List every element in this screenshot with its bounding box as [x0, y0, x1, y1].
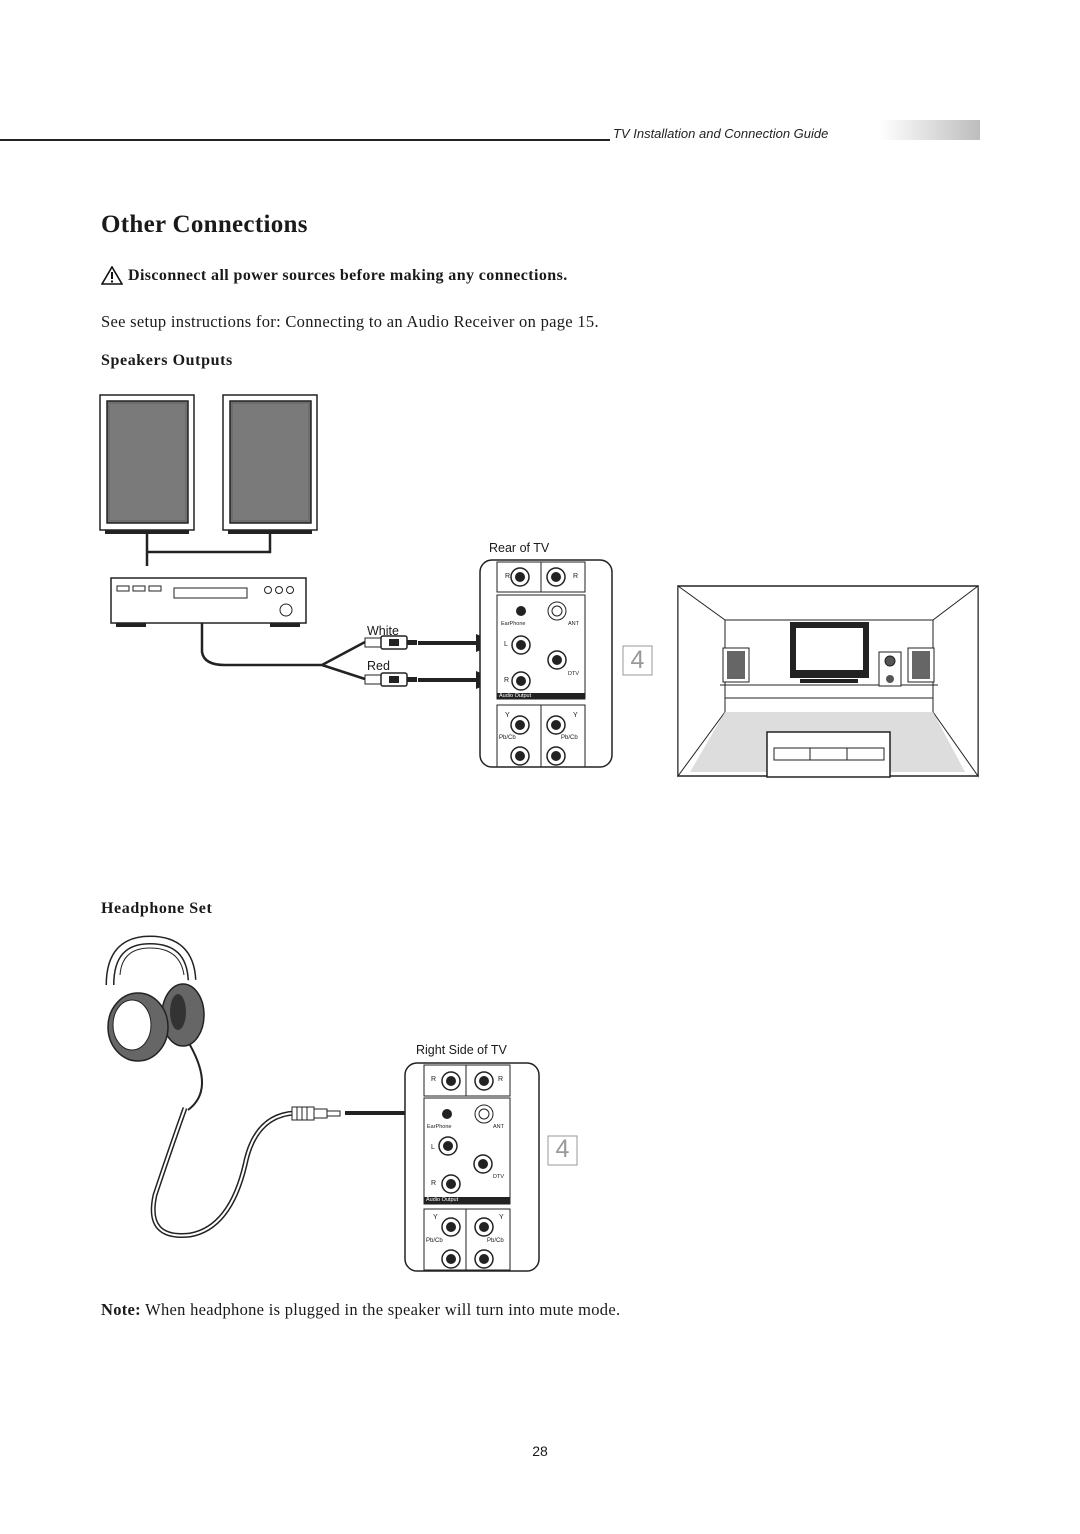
note-paragraph: Note: When headphone is plugged in the s… [101, 1300, 620, 1320]
side-panel-label-pbcb1: Pb/Cb [426, 1238, 443, 1244]
side-panel-label-r2: R [498, 1076, 504, 1083]
headphone-step-badge: 4 [555, 1135, 570, 1163]
left-speaker [99, 394, 195, 534]
rear-panel-label-r3: R [504, 677, 510, 684]
rear-panel-label-earphone: EarPhone [501, 621, 526, 627]
setup-reference: See setup instructions for: Connecting t… [101, 312, 599, 331]
red-cable-label: Red [367, 659, 390, 673]
rear-panel-label-l: L [504, 641, 508, 648]
side-panel-label-r1: R [431, 1076, 437, 1083]
speakers-heading: Speakers Outputs [101, 352, 233, 369]
page-number: 28 [532, 1443, 548, 1459]
header-rule [0, 139, 610, 141]
guide-title: TV Installation and Connection Guide [613, 126, 829, 141]
side-panel-label-dtv: DTV [493, 1174, 504, 1180]
rear-panel-label-pbcb1: Pb/Cb [499, 735, 516, 741]
rear-panel-label-r2: R [573, 573, 579, 580]
rear-panel-label-audio-output: Audio Output [499, 693, 532, 699]
red-rca-plug [364, 672, 417, 687]
rear-panel-label-r1: R [505, 573, 511, 580]
side-panel-label-y1: Y [433, 1214, 438, 1221]
side-tv-panel [404, 1062, 540, 1272]
page-title: Other Connections [101, 211, 308, 238]
right-speaker [222, 394, 318, 534]
rear-panel-label-dtv: DTV [568, 671, 579, 677]
note-text: When headphone is plugged in the speaker… [140, 1300, 621, 1319]
speakers-step-badge: 4 [630, 646, 645, 674]
white-cable-label: White [367, 624, 399, 638]
rear-panel-label-y1: Y [505, 712, 510, 719]
right-side-of-tv-label: Right Side of TV [416, 1043, 507, 1057]
side-panel-label-pbcb2: Pb/Cb [487, 1238, 504, 1244]
rear-tv-panel [479, 559, 613, 768]
headphones [105, 935, 205, 1111]
side-panel-label-r3: R [431, 1180, 437, 1187]
audio-receiver [110, 577, 307, 627]
white-rca-plug [364, 635, 417, 650]
room-illustration [677, 584, 979, 778]
warning-text: Disconnect all power sources before maki… [128, 266, 568, 284]
rear-panel-label-y2: Y [573, 712, 578, 719]
headphone-diagram [105, 935, 578, 1272]
side-panel-label-ant: ANT [493, 1124, 504, 1130]
side-panel-label-audio-output: Audio Output [426, 1197, 459, 1203]
rear-of-tv-label: Rear of TV [489, 541, 550, 555]
note-label: Note: [101, 1300, 141, 1319]
rear-panel-label-pbcb2: Pb/Cb [561, 735, 578, 741]
side-panel-label-earphone: EarPhone [427, 1124, 452, 1130]
headphone-jack [291, 1106, 341, 1121]
warning-icon [101, 266, 123, 285]
headphone-heading: Headphone Set [101, 900, 213, 917]
side-panel-label-l: L [431, 1144, 435, 1151]
speakers-diagram [99, 394, 979, 778]
side-panel-label-y2: Y [499, 1214, 504, 1221]
warning-line: Disconnect all power sources before maki… [101, 266, 568, 285]
header-gradient-bar [880, 120, 980, 140]
rear-panel-label-ant: ANT [568, 621, 579, 627]
